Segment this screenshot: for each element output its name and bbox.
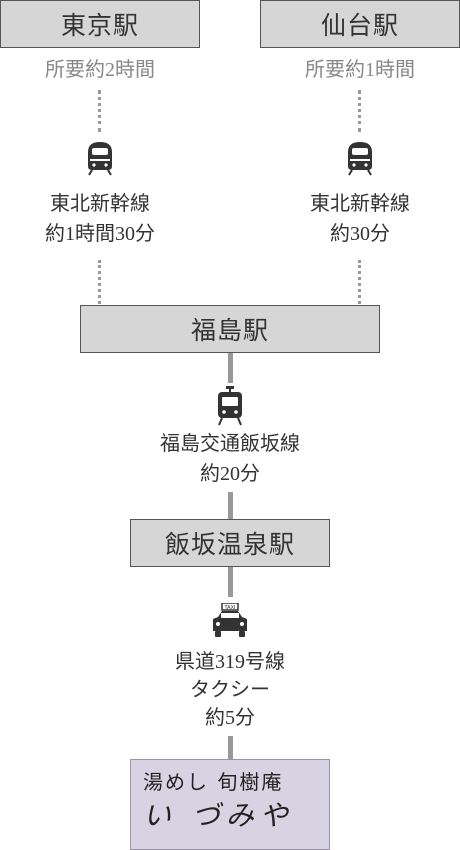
station-fukushima: 福島駅 bbox=[80, 305, 380, 353]
tokyo-time: 約1時間30分 bbox=[45, 223, 155, 245]
fukushima-connector bbox=[228, 353, 233, 383]
station-sendai: 仙台駅 bbox=[260, 0, 460, 48]
taxi-sign-text: TAXI bbox=[224, 605, 236, 611]
sendai-dotted-connector-2 bbox=[358, 260, 361, 304]
sendai-line: 東北新幹線 bbox=[310, 193, 410, 215]
tokyo-dotted-connector-1 bbox=[98, 90, 101, 132]
station-sendai-label: 仙台駅 bbox=[320, 13, 399, 40]
sendai-time: 約30分 bbox=[330, 223, 390, 245]
taxi-icon: TAXI bbox=[209, 602, 251, 646]
destination-name-top: 湯めし 旬樹庵 bbox=[143, 770, 284, 794]
iizaka-line-name: 福島交通飯坂線 bbox=[160, 433, 300, 455]
shinkansen-icon bbox=[84, 138, 116, 181]
iizaka-line-connector bbox=[228, 492, 233, 520]
iizaka-onsen-connector bbox=[228, 567, 233, 597]
station-tokyo-label: 東京駅 bbox=[60, 13, 139, 40]
taxi-connector bbox=[228, 736, 233, 760]
taxi-mode: タクシー bbox=[190, 679, 270, 701]
destination-logo-box: 湯めし 旬樹庵 い づみや bbox=[130, 759, 330, 850]
tokyo-line: 東北新幹線 bbox=[50, 193, 150, 215]
station-tokyo: 東京駅 bbox=[0, 0, 200, 48]
shinkansen-icon bbox=[344, 138, 376, 181]
tokyo-dotted-connector-2 bbox=[98, 260, 101, 304]
sendai-dotted-connector-1 bbox=[358, 90, 361, 132]
sendai-duration: 所要約1時間 bbox=[305, 59, 415, 81]
station-fukushima-label: 福島駅 bbox=[190, 318, 269, 345]
taxi-time: 約5分 bbox=[205, 707, 255, 729]
station-iizaka-onsen-label: 飯坂温泉駅 bbox=[164, 532, 295, 559]
iizaka-line-time: 約20分 bbox=[200, 463, 260, 485]
taxi-route: 県道319号線 bbox=[175, 651, 285, 673]
train-icon bbox=[214, 386, 246, 431]
tokyo-duration: 所要約2時間 bbox=[45, 59, 155, 81]
destination-name-bottom: い づみや bbox=[143, 799, 294, 832]
station-iizaka-onsen: 飯坂温泉駅 bbox=[130, 519, 330, 567]
